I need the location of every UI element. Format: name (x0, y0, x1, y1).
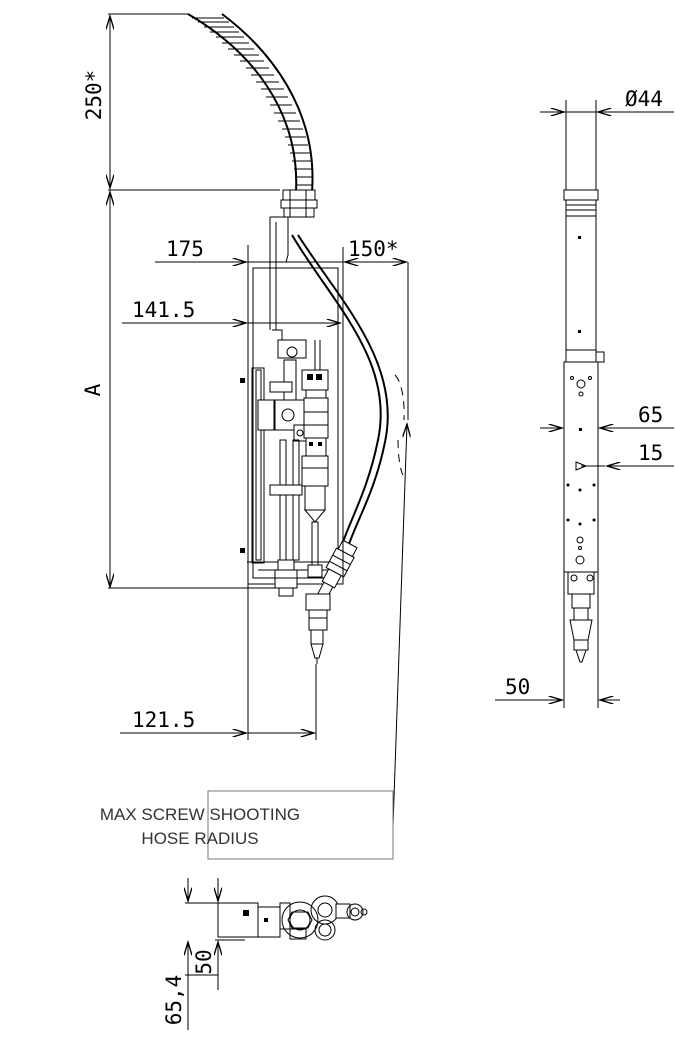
dim-height-a: A (81, 383, 105, 396)
dim-width-121-5: 121.5 (132, 708, 195, 732)
side-view-dimensions: Ø44 65 15 50 (495, 87, 674, 708)
dim-side-50: 50 (505, 675, 530, 699)
corrugated-hose (187, 13, 314, 193)
note-line-2: HOSE RADIUS (141, 829, 258, 848)
note-line-1: MAX SCREW SHOOTING (100, 805, 300, 824)
dim-bottom-65-4: 65,4 (162, 975, 186, 1026)
front-view-dimensions: 250* A 175 150* 141.5 121.5 (81, 13, 408, 827)
dim-diameter: Ø44 (625, 87, 663, 111)
bottom-view (217, 895, 368, 941)
dim-width-141-5: 141.5 (132, 298, 195, 322)
dim-hose-length: 250* (82, 70, 106, 121)
bottom-view-dimensions: 65,4 50 (162, 878, 245, 1030)
dim-width-175: 175 (166, 237, 204, 261)
side-view (563, 111, 605, 663)
dim-hose-offset: 150* (348, 237, 399, 261)
dim-side-15: 15 (638, 441, 663, 465)
front-view (187, 13, 389, 664)
dim-side-65: 65 (638, 403, 663, 427)
hose-radius-note: MAX SCREW SHOOTING HOSE RADIUS (100, 790, 394, 860)
dim-bottom-50: 50 (192, 949, 216, 974)
